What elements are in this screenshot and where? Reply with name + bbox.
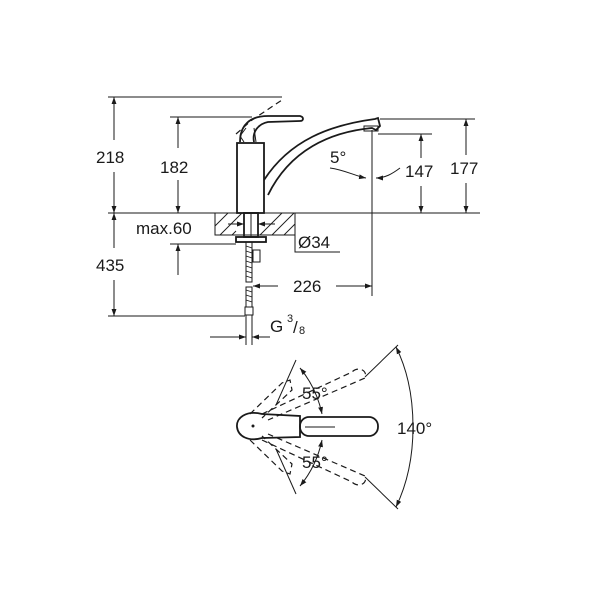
dimension-connection-thread: G 3 / 8 <box>210 313 305 340</box>
below-counter-label: 435 <box>96 256 124 275</box>
side-view: 218 182 5° <box>96 96 480 345</box>
faucet-body <box>235 99 381 214</box>
dimension-total-height: 218 <box>96 96 282 213</box>
countertop-section <box>214 212 296 243</box>
dimension-outlet-clearance: 147 <box>378 133 433 213</box>
lever-angle-lower-label: 55° <box>302 453 328 472</box>
dimension-lever-lower: 55° <box>275 439 328 495</box>
dimension-spout-angle: 5° <box>329 148 401 181</box>
spout-swivel-label: 140° <box>397 419 432 438</box>
total-height-label: 218 <box>96 148 124 167</box>
dimension-below-counter: 435 <box>96 213 245 317</box>
top-view: 55° 55° 140° <box>236 344 432 510</box>
thread-denominator: 8 <box>299 325 305 337</box>
dimension-spout-reach: 226 <box>253 277 372 296</box>
dimension-lever-upper: 55° <box>275 359 328 415</box>
lever-swing-positions <box>249 379 293 475</box>
spout-angle-label: 5° <box>330 148 346 167</box>
lever-angle-upper-label: 55° <box>302 384 328 403</box>
body-height-label: 182 <box>160 158 188 177</box>
dimension-hole-diameter: Ø34 <box>294 233 340 253</box>
spout-top-solid <box>236 412 379 441</box>
hole-diameter-label: Ø34 <box>298 233 330 252</box>
dimension-max-counter: max.60 <box>136 219 236 275</box>
spout-height-label: 177 <box>450 159 478 178</box>
dimension-spout-swivel: 140° <box>364 344 432 510</box>
thread-slash: / <box>293 318 298 337</box>
supply-hoses <box>244 241 261 345</box>
max-counter-label: max.60 <box>136 219 192 238</box>
thread-letter: G <box>270 317 283 336</box>
dimension-body-height: 182 <box>160 116 252 213</box>
outlet-clearance-label: 147 <box>405 162 433 181</box>
dimension-spout-height: 177 <box>380 118 478 213</box>
thread-numerator: 3 <box>287 313 293 325</box>
spout-reach-label: 226 <box>293 277 321 296</box>
